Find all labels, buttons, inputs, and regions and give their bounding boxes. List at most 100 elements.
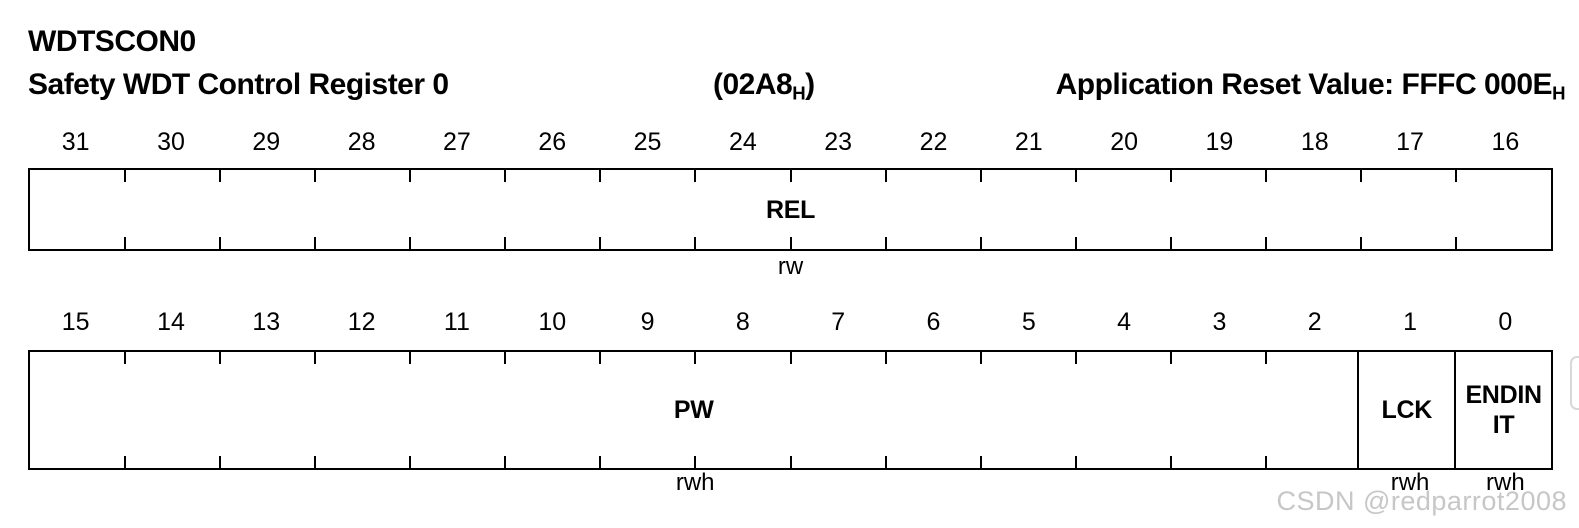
register-address: (02A8H) bbox=[713, 66, 815, 113]
bit-tick-mark bbox=[599, 456, 602, 468]
bit-tick-mark bbox=[789, 237, 792, 249]
bit-tick-mark bbox=[884, 352, 887, 364]
application-reset-value-text: Application Reset Value: FFFC 000E bbox=[1055, 68, 1553, 101]
field-label-endinit: ENDIN IT bbox=[1465, 381, 1542, 439]
bit-number-label: 2 bbox=[1307, 308, 1322, 336]
register-box: PW LCK ENDIN IT bbox=[28, 350, 1553, 470]
bit-tick-mark bbox=[884, 170, 887, 182]
side-widget-button[interactable] bbox=[1570, 356, 1579, 410]
bit-tick-mark bbox=[219, 170, 222, 182]
field-cell-endinit: ENDIN IT bbox=[1454, 352, 1551, 468]
bit-number-label: 21 bbox=[1014, 128, 1043, 156]
bit-number-label: 26 bbox=[538, 128, 567, 156]
bit-tick-mark bbox=[694, 170, 697, 182]
bit-tick-mark bbox=[1264, 352, 1267, 364]
bit-number-label: 8 bbox=[735, 308, 750, 336]
bit-tick-mark bbox=[1169, 352, 1172, 364]
bit-number-label: 6 bbox=[926, 308, 941, 336]
bit-number-label: 9 bbox=[640, 308, 655, 336]
bit-tick-mark bbox=[979, 352, 982, 364]
bit-tick-mark bbox=[409, 170, 412, 182]
bit-number-label: 17 bbox=[1396, 128, 1424, 156]
field-label-rel: REL bbox=[765, 195, 816, 224]
access-label-rel: rw bbox=[777, 253, 804, 280]
bit-tick-mark bbox=[1264, 237, 1267, 249]
bit-tick-mark bbox=[219, 456, 222, 468]
bit-tick-mark bbox=[1264, 170, 1267, 182]
bit-tick-mark bbox=[314, 456, 317, 468]
field-label-lck: LCK bbox=[1381, 396, 1433, 424]
bit-tick-mark bbox=[694, 237, 697, 249]
bit-tick-mark bbox=[789, 456, 792, 468]
bit-tick-mark bbox=[1074, 170, 1077, 182]
bit-number-label: 7 bbox=[831, 308, 846, 336]
field-label-pw: PW bbox=[673, 396, 714, 424]
bit-tick-mark bbox=[1454, 237, 1457, 249]
bit-tick-mark bbox=[1454, 170, 1457, 182]
bit-tick-mark bbox=[124, 170, 127, 182]
bit-tick-mark bbox=[124, 352, 127, 364]
bit-tick-mark bbox=[599, 237, 602, 249]
bit-number-label: 29 bbox=[252, 128, 281, 156]
bit-tick-mark bbox=[409, 352, 412, 364]
bit-number-label: 1 bbox=[1403, 308, 1417, 336]
field-cell-rel: REL bbox=[30, 170, 1551, 249]
bit-number-label: 23 bbox=[824, 128, 853, 156]
bit-number-label: 19 bbox=[1205, 128, 1234, 156]
bit-tick-mark bbox=[1264, 456, 1267, 468]
bit-number-label: 30 bbox=[157, 128, 185, 156]
bit-tick-mark bbox=[1074, 456, 1077, 468]
bit-number-label: 3 bbox=[1212, 308, 1227, 336]
bit-tick-mark bbox=[1074, 237, 1077, 249]
bit-number-label: 28 bbox=[347, 128, 376, 156]
register-address-text: (02A8 bbox=[713, 68, 793, 101]
bit-number-label: 22 bbox=[919, 128, 948, 156]
bit-number-label: 0 bbox=[1498, 308, 1513, 336]
bit-number-label: 25 bbox=[633, 128, 662, 156]
bit-tick-mark bbox=[124, 456, 127, 468]
field-cell-lck: LCK bbox=[1357, 352, 1454, 468]
bit-tick-mark bbox=[409, 237, 412, 249]
bit-tick-mark bbox=[1359, 170, 1362, 182]
bit-tick-mark bbox=[599, 352, 602, 364]
bit-tick-mark bbox=[314, 170, 317, 182]
bit-number-label: 16 bbox=[1491, 128, 1520, 156]
bit-number-label: 20 bbox=[1110, 128, 1138, 156]
bit-tick-mark bbox=[219, 352, 222, 364]
bit-number-label: 5 bbox=[1021, 308, 1036, 336]
bit-number-label: 27 bbox=[443, 128, 471, 156]
bit-number-label: 12 bbox=[347, 308, 376, 336]
bit-tick-mark bbox=[1359, 237, 1362, 249]
register-short-name: WDTSCON0 bbox=[28, 25, 196, 58]
bit-tick-mark bbox=[314, 352, 317, 364]
bit-tick-mark bbox=[504, 237, 507, 249]
access-label-endinit: rwh bbox=[1486, 469, 1525, 496]
watermark: CSDN @redparrot2008 bbox=[1276, 486, 1567, 516]
bit-tick-mark bbox=[504, 352, 507, 364]
register-header-line: Safety WDT Control Register 0 (02A8H) Ap… bbox=[0, 66, 1579, 106]
bit-tick-mark bbox=[884, 237, 887, 249]
bit-number-label: 24 bbox=[728, 128, 757, 156]
bit-number-label: 4 bbox=[1117, 308, 1132, 336]
bit-tick-mark bbox=[694, 456, 697, 468]
access-label-pw: rwh bbox=[675, 469, 715, 496]
bit-number-label: 10 bbox=[538, 308, 567, 336]
bit-tick-mark bbox=[504, 456, 507, 468]
bit-number-label: 18 bbox=[1300, 128, 1329, 156]
register-box: REL bbox=[28, 168, 1553, 251]
field-cell-pw: PW bbox=[30, 352, 1357, 468]
bit-tick-mark bbox=[504, 170, 507, 182]
bit-tick-mark bbox=[979, 170, 982, 182]
bit-number-label: 15 bbox=[61, 308, 90, 336]
register-address-close: ) bbox=[805, 68, 815, 101]
bit-tick-mark bbox=[1169, 456, 1172, 468]
bit-tick-mark bbox=[1074, 352, 1077, 364]
bit-tick-mark bbox=[1169, 237, 1172, 249]
bit-tick-mark bbox=[789, 352, 792, 364]
register-long-name: Safety WDT Control Register 0 bbox=[28, 68, 449, 101]
